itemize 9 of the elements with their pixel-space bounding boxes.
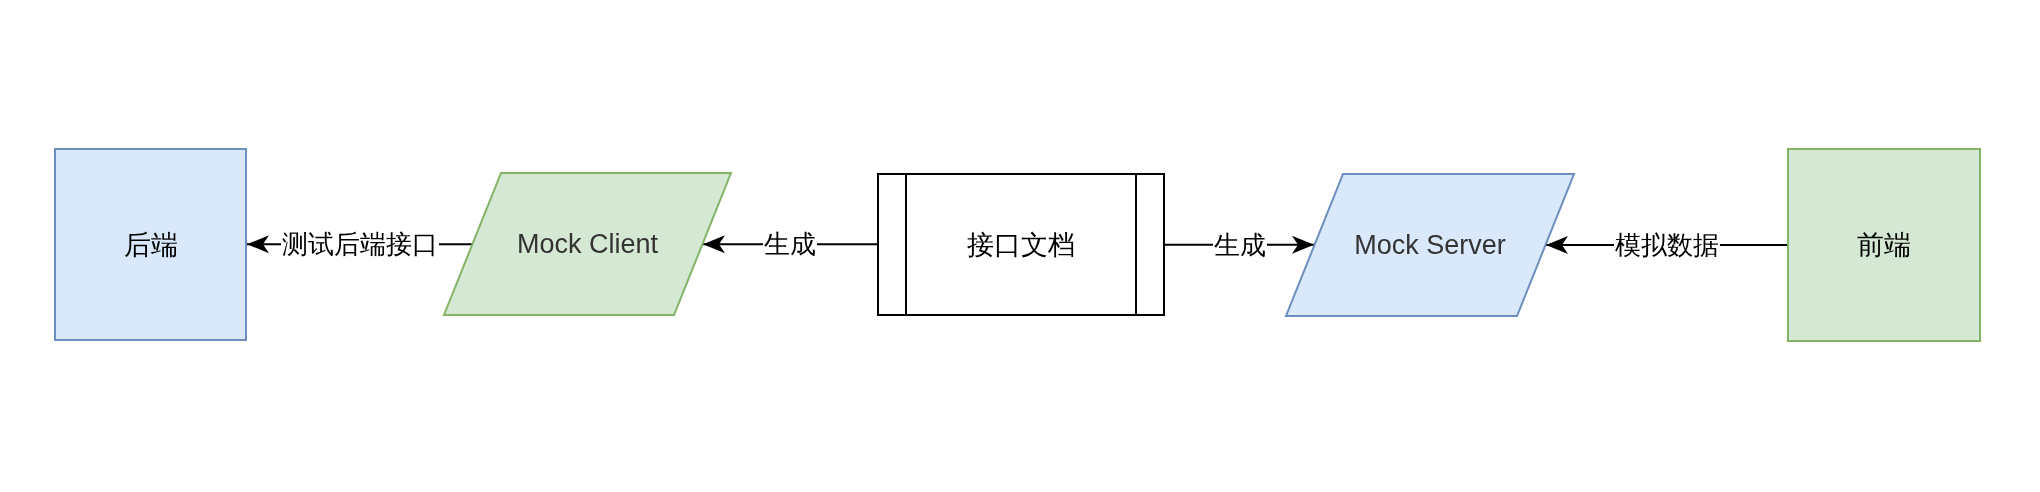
edge-label: 生成 <box>1212 229 1267 260</box>
parallelogram-shape: Mock Client <box>443 172 732 316</box>
process-box: 后端 <box>54 148 247 341</box>
edge-label: 测试后端接口 <box>280 229 439 260</box>
edge-label: 模拟数据 <box>1613 230 1720 260</box>
parallelogram-shape: Mock Server <box>1285 173 1575 317</box>
subprocess-box: 接口文档 <box>877 173 1165 316</box>
edge-label: 生成 <box>763 229 817 260</box>
process-box: 前端 <box>1787 148 1981 342</box>
